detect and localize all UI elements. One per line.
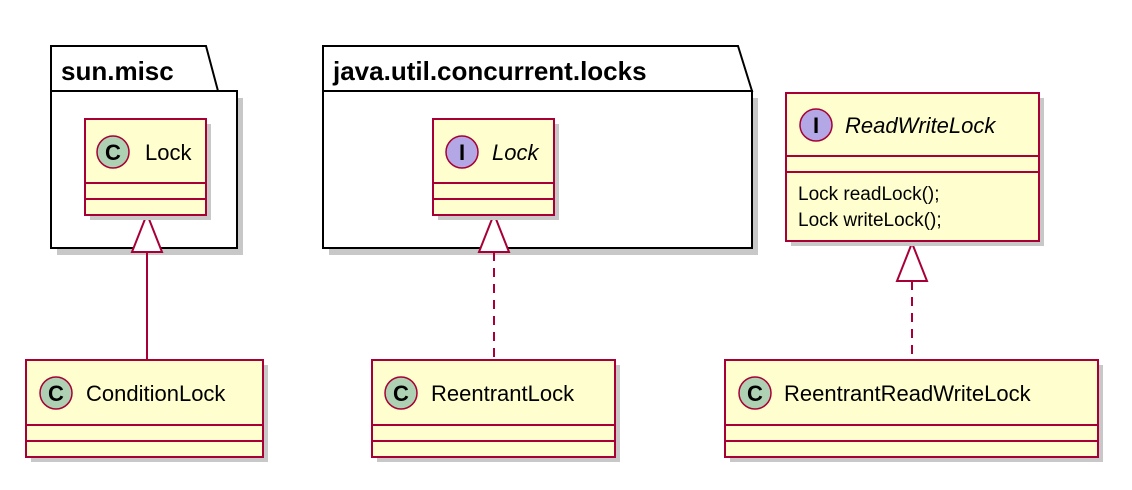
class-stereotype-icon: [738, 376, 772, 410]
stereotype-letter: C: [48, 381, 64, 406]
stereotype-letter: C: [747, 381, 763, 406]
interface-name: Lock: [492, 140, 539, 165]
class-stereotype-icon: [96, 135, 130, 169]
class-condition-lock[interactable]: C ConditionLock: [25, 359, 268, 462]
stereotype-letter: I: [459, 140, 465, 165]
stereotype-letter: C: [105, 140, 121, 165]
class-name: ReentrantReadWriteLock: [784, 381, 1032, 406]
class-name: ConditionLock: [86, 381, 226, 406]
package-title: sun.misc: [61, 56, 174, 86]
package-title: java.util.concurrent.locks: [332, 56, 647, 86]
class-reentrant-read-write-lock[interactable]: C ReentrantReadWriteLock: [724, 359, 1103, 462]
method-read-lock: Lock readLock();: [798, 184, 940, 205]
stereotype-letter: C: [393, 381, 409, 406]
realization-arrowhead: [895, 240, 929, 282]
class-reentrant-lock[interactable]: C ReentrantLock: [371, 359, 620, 462]
realization-arrowhead: [477, 211, 511, 253]
interface-stereotype-icon: [445, 135, 479, 169]
class-name: ReentrantLock: [431, 381, 575, 406]
class-stereotype-icon: [39, 376, 73, 410]
relation-reentrant-lock-implements-lock: [477, 211, 511, 360]
class-stereotype-icon: [384, 376, 418, 410]
interface-read-write-lock[interactable]: I ReadWriteLock Lock readLock(); Lock wr…: [785, 92, 1044, 246]
class-sun-misc-lock[interactable]: C Lock: [84, 118, 211, 220]
interface-juc-lock[interactable]: I Lock: [432, 118, 559, 220]
relation-condition-lock-extends-lock: [130, 211, 164, 360]
interface-name: ReadWriteLock: [845, 113, 996, 138]
stereotype-letter: I: [813, 113, 819, 138]
inheritance-arrowhead: [130, 211, 164, 253]
class-name: Lock: [145, 140, 192, 165]
interface-stereotype-icon: [799, 108, 833, 142]
relation-reentrant-read-write-lock-implements-read-write-lock: [895, 240, 929, 360]
method-write-lock: Lock writeLock();: [798, 210, 942, 231]
